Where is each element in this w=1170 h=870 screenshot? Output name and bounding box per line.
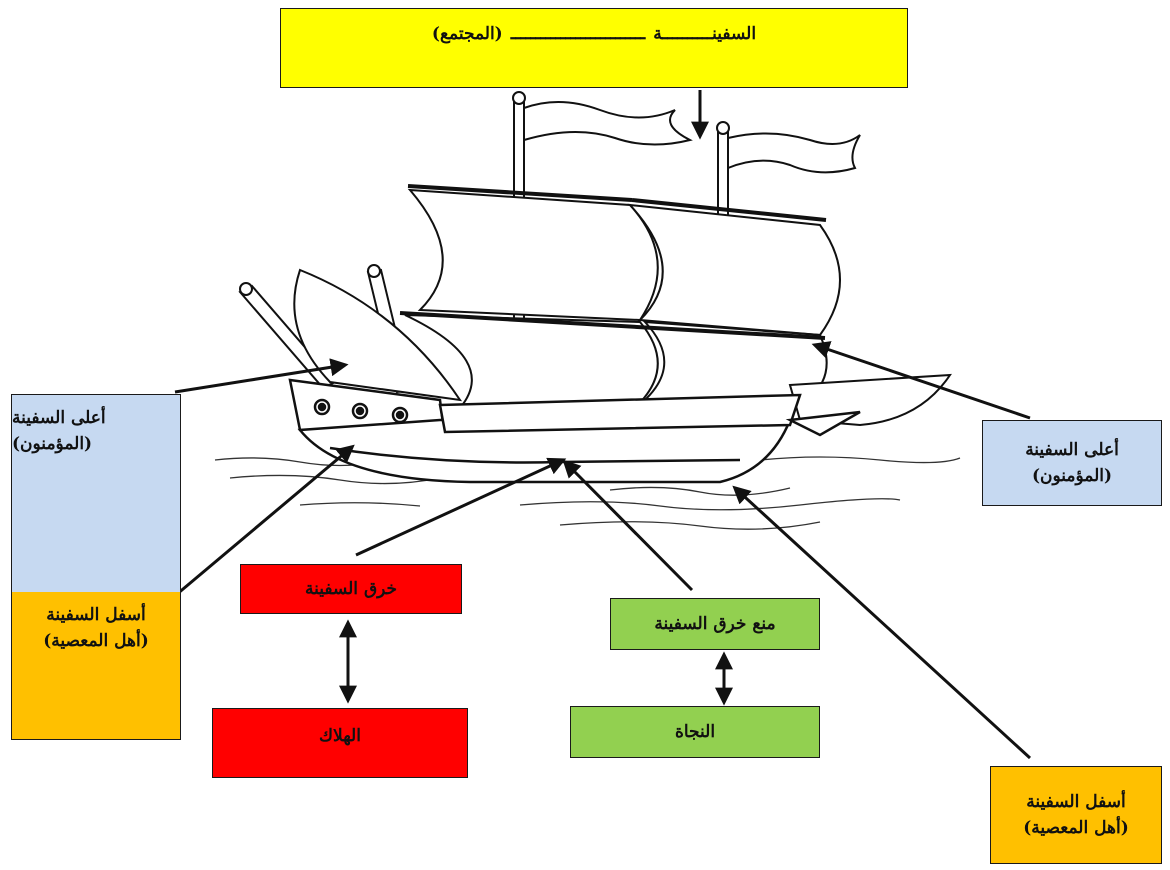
right-upper-believers: أعلى السفينة (المؤمنون) xyxy=(982,420,1162,506)
water-lines xyxy=(214,456,961,530)
hole-ship-box: خرق السفينة xyxy=(240,564,462,614)
stern-sail xyxy=(788,373,952,427)
right-lower-line2: (أهل المعصية) xyxy=(1023,818,1129,838)
connector-arrows xyxy=(169,90,1032,760)
title-society-word: (المجتمع) xyxy=(431,24,503,44)
upper-sails xyxy=(407,184,841,337)
title-blank-line: ـــــــــــــــــــــــــــ xyxy=(510,24,647,44)
prevent-hole-label: منع خرق السفينة xyxy=(654,613,776,634)
flags xyxy=(523,100,861,174)
ruin-label: الهلاك xyxy=(319,726,361,746)
arrow-salvation-to-hull xyxy=(562,459,694,592)
left-upper-line2: (المؤمنون) xyxy=(12,434,93,455)
right-lower-sinners: أسفل السفينة (أهل المعصية) xyxy=(990,766,1162,864)
salvation-box: النجاة xyxy=(570,706,820,758)
right-upper-line2: (المؤمنون) xyxy=(1031,466,1113,486)
left-upper-believers: أعلى السفينة (المؤمنون) xyxy=(12,395,180,593)
left-lower-line2: (أهل المعصية) xyxy=(43,631,149,652)
hull xyxy=(288,378,861,484)
salvation-label: النجاة xyxy=(674,721,716,742)
arrow-ruin-to-hull xyxy=(355,457,567,557)
left-lower-sinners: أسفل السفينة (أهل المعصية) xyxy=(12,592,180,739)
left-lower-line1: أسفل السفينة xyxy=(46,605,146,625)
left-upper-line1: أعلى السفينة xyxy=(12,408,106,428)
ruin-box: الهلاك xyxy=(212,708,468,778)
right-upper-line1: أعلى السفينة xyxy=(1025,439,1119,460)
arrow-right-upper xyxy=(811,341,1031,420)
arrow-right-lower xyxy=(732,485,1032,760)
arrow-left-lower xyxy=(169,444,355,602)
prevent-hole-box: منع خرق السفينة xyxy=(610,598,820,650)
title-ship-word: السفينــــــــــة xyxy=(653,24,757,44)
left-panel: أعلى السفينة (المؤمنون) أسفل السفينة (أه… xyxy=(11,394,181,740)
right-lower-line1: أسفل السفينة xyxy=(1026,791,1126,812)
arrow-left-upper xyxy=(174,358,349,394)
title-box: السفينــــــــــة ــــــــــــــــــــــ… xyxy=(280,8,908,88)
hole-ship-label: خرق السفينة xyxy=(304,578,398,599)
